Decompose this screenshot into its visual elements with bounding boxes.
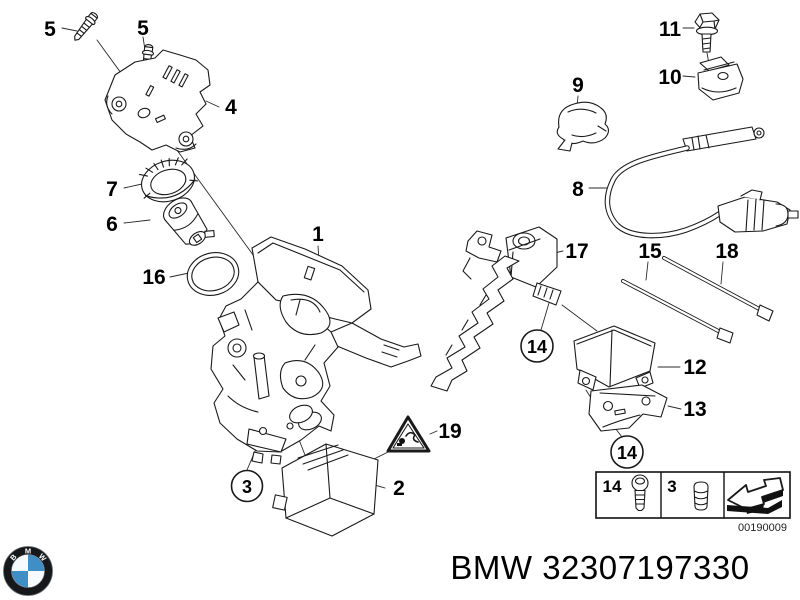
- part-5-screw-left-drawing: [74, 12, 99, 41]
- legend-item-14-label: 14: [603, 477, 622, 496]
- part-19-warning-triangle-drawing: [386, 415, 431, 453]
- logo-letter-w: W: [37, 552, 49, 564]
- part-2-module-drawing: [272, 443, 379, 537]
- callout-4: 4: [225, 96, 237, 119]
- callout-18: 18: [715, 240, 739, 263]
- logo-letter-m: M: [25, 547, 31, 556]
- drawing-number: 00190009: [738, 522, 787, 534]
- part-8-cable-drawing: [604, 126, 799, 239]
- part-17-actuator-drawing: [430, 226, 562, 392]
- legend-table: 14 3: [595, 471, 791, 519]
- torx-screw-icon: [631, 474, 649, 512]
- circled-callout-3: 3: [230, 469, 264, 503]
- circled-callout-14b-label: 14: [617, 443, 637, 463]
- callout-12: 12: [683, 356, 706, 379]
- callout-labels: 5 5 4 7 6 16 1 11 10 9 8 17 15 18 12 13 …: [44, 17, 739, 500]
- circled-callout-14b: 14: [610, 435, 644, 469]
- callout-10: 10: [658, 66, 681, 89]
- part-11-bolt-drawing: [694, 12, 720, 53]
- callout-11: 11: [659, 18, 682, 41]
- legend-item-3-label: 3: [667, 477, 676, 496]
- callout-16: 16: [142, 266, 165, 289]
- callout-6: 6: [106, 213, 118, 236]
- part-12-bracket-drawing: [573, 325, 656, 391]
- callout-13: 13: [683, 398, 706, 421]
- circled-callout-14a-label: 14: [527, 337, 547, 357]
- part-18-strap-drawing: [662, 256, 774, 322]
- circled-callout-14a: 14: [520, 329, 554, 363]
- part-4-bracket-drawing: [104, 49, 211, 153]
- circled-callout-3-label: 3: [242, 477, 252, 497]
- logo-letter-b: B: [8, 552, 19, 563]
- part-13-plate-drawing: [588, 384, 668, 432]
- callout-5a: 5: [44, 18, 56, 41]
- part-10-clip-nut-drawing: [697, 56, 744, 101]
- part-6-lock-cylinder-drawing: [162, 197, 215, 246]
- part-15-strap-drawing: [621, 279, 734, 344]
- callout-7: 7: [106, 178, 118, 201]
- direction-arrow-icon: [727, 477, 784, 514]
- part-1-housing-drawing: [210, 236, 422, 465]
- callout-5b: 5: [137, 17, 149, 40]
- callout-2: 2: [393, 477, 405, 500]
- exploded-diagram: 3 14 14 5 5 4 7 6 16 1 11 10 9 8 17 15 1…: [44, 12, 799, 537]
- part-number-text: BMW 32307197330: [450, 549, 750, 586]
- callout-17: 17: [565, 240, 588, 263]
- part-7-ring-drawing: [139, 157, 198, 203]
- bmw-logo: B M W: [3, 546, 53, 596]
- callout-19: 19: [438, 420, 461, 443]
- part-16-oring-drawing: [186, 252, 240, 296]
- rubber-plug-icon: [693, 481, 709, 511]
- callout-9: 9: [572, 74, 584, 97]
- bmw-roundel-icon: B M W: [3, 546, 53, 596]
- callout-1: 1: [312, 223, 324, 246]
- part-9-clamp-drawing: [556, 101, 610, 152]
- callout-8: 8: [572, 178, 584, 201]
- callout-15: 15: [638, 240, 662, 263]
